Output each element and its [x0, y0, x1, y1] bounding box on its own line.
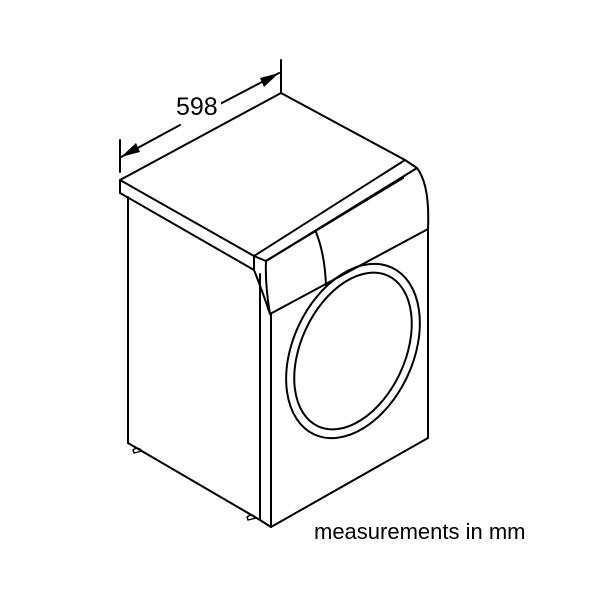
- width-dimension: [119, 59, 282, 173]
- door-inner-glass: [293, 271, 413, 431]
- top-edge-left: [119, 179, 255, 271]
- foot-front: [246, 514, 257, 521]
- units-caption: measurements in mm: [314, 519, 526, 544]
- front-bottom-edge: [270, 437, 429, 528]
- foot-back: [132, 447, 143, 454]
- machine-front: [270, 228, 429, 528]
- top-panel: [119, 92, 406, 257]
- bottom-corner: [259, 519, 272, 528]
- panel-left-edge: [253, 269, 271, 315]
- side-bottom-edge: [127, 442, 261, 521]
- machine-side: [127, 196, 272, 528]
- arrowhead-right: [260, 73, 279, 87]
- door-outer-ring: [285, 262, 421, 440]
- top-corner-right: [404, 159, 418, 169]
- machine-top: [119, 92, 418, 271]
- width-dimension-label: 598: [173, 93, 221, 121]
- arrowhead-left: [121, 143, 140, 157]
- control-panel: [253, 167, 430, 315]
- detergent-drawer-divider: [315, 231, 327, 287]
